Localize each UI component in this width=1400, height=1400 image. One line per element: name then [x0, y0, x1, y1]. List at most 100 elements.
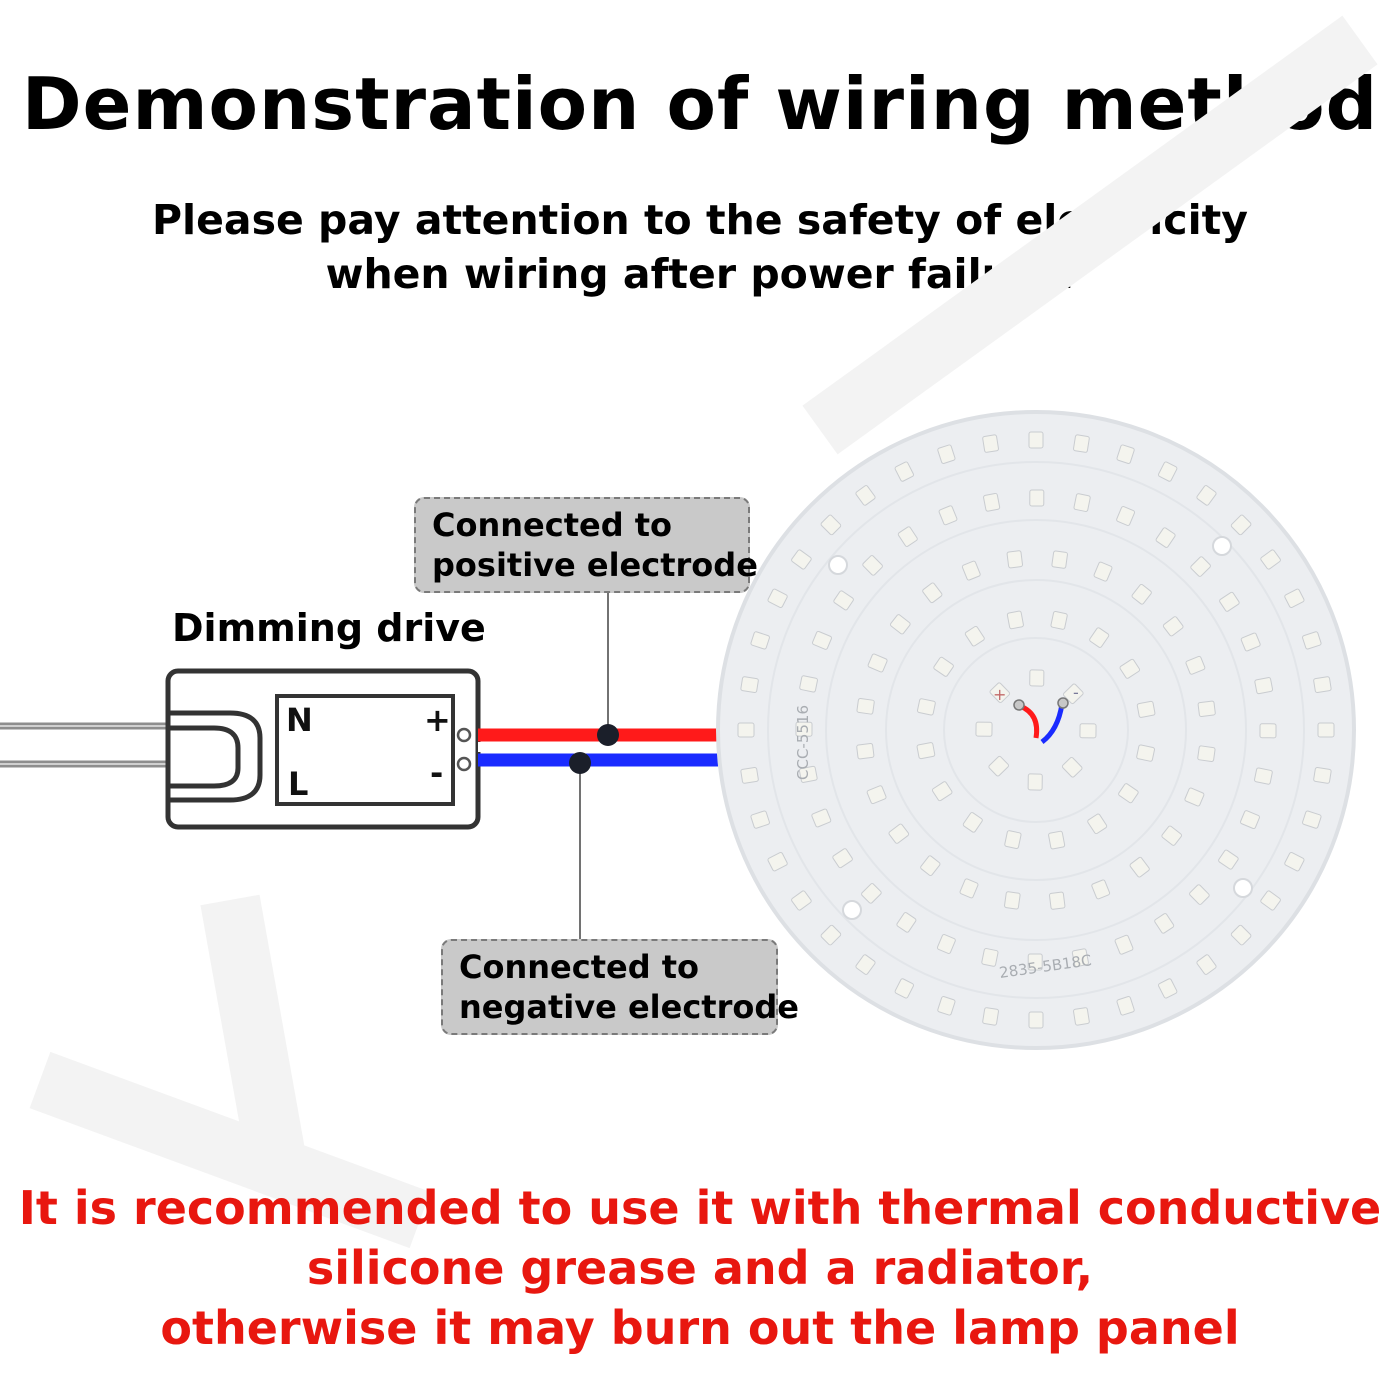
led-chip — [1259, 723, 1277, 739]
led-chip — [767, 852, 788, 872]
led-chip — [833, 590, 854, 611]
negative-junction-dot — [569, 752, 591, 774]
led-chip — [1116, 444, 1135, 464]
led-chip — [1240, 632, 1261, 652]
led-chip — [937, 444, 956, 464]
mount-hole — [1212, 536, 1232, 556]
drive-terminal-plus: + — [424, 701, 451, 739]
led-chip — [1154, 913, 1175, 934]
subtitle-line-2: when wiring after power failure. — [325, 250, 1075, 298]
led-chip — [1131, 583, 1152, 605]
led-chip — [737, 722, 755, 738]
led-chip — [750, 810, 770, 829]
negative-callout-line-2: negative electrode — [459, 988, 799, 1026]
led-chip — [975, 721, 993, 737]
led-chip — [866, 785, 887, 805]
led-chip — [1051, 550, 1068, 569]
led-chip — [820, 924, 842, 946]
mount-hole — [842, 900, 862, 920]
led-chip — [1073, 1007, 1090, 1026]
led-chip — [964, 625, 985, 647]
led-chip — [1185, 655, 1206, 675]
led-chip — [1313, 767, 1332, 784]
led-chip — [1071, 948, 1089, 968]
led-chip — [1089, 627, 1110, 648]
led-chip — [1230, 514, 1252, 536]
led-chip — [1197, 745, 1216, 762]
led-chip — [1254, 677, 1274, 695]
led-chip — [856, 742, 875, 760]
led-chip — [1119, 658, 1141, 679]
led-chip — [867, 653, 888, 673]
thermal-warning: It is recommended to use it with thermal… — [0, 1178, 1400, 1358]
panel-minus-mark: - — [1073, 683, 1079, 702]
led-chip — [1028, 1011, 1044, 1029]
led-chip — [740, 767, 759, 784]
led-chip — [916, 698, 936, 716]
led-chip — [1260, 890, 1281, 911]
led-chip — [920, 855, 941, 877]
led-chip — [1129, 856, 1150, 878]
led-chip — [1116, 506, 1136, 526]
led-chip — [1118, 783, 1139, 804]
led-chip — [856, 698, 875, 715]
led-chip — [1136, 700, 1156, 718]
led-chip — [1114, 934, 1134, 955]
led-chip — [820, 514, 842, 536]
led-chip — [1006, 550, 1024, 569]
led-chip — [981, 948, 999, 967]
led-chip — [1240, 810, 1260, 830]
led-chip — [1063, 683, 1084, 705]
led-chip — [982, 434, 999, 453]
led-chip — [1230, 924, 1252, 946]
led-chip — [1190, 556, 1211, 577]
led-chip — [1254, 767, 1273, 785]
led-chip — [1284, 588, 1305, 608]
panel-plus-mark: + — [993, 685, 1006, 704]
led-chip — [1189, 884, 1210, 905]
drive-terminal-minus: - — [430, 754, 443, 792]
led-chip — [832, 848, 853, 869]
led-chip — [1087, 813, 1108, 835]
led-chip — [1218, 849, 1239, 870]
led-chip — [938, 505, 958, 526]
led-chip — [1029, 669, 1045, 687]
led-chip — [1073, 434, 1090, 453]
led-chip — [1136, 744, 1156, 762]
led-chip — [1079, 723, 1097, 739]
led-chip — [1050, 610, 1068, 630]
led-chip — [888, 823, 910, 844]
panel-pad-positive — [1013, 699, 1025, 711]
positive-electrode-callout: Connected to positive electrode — [414, 497, 758, 593]
dimming-drive-box: N L + - — [165, 668, 481, 830]
led-chip — [1061, 757, 1083, 778]
dimming-drive-label: Dimming drive — [172, 606, 486, 650]
led-chip — [962, 812, 983, 833]
led-chip — [811, 808, 832, 828]
drive-terminal-l: L — [288, 765, 308, 803]
led-chip — [931, 781, 953, 802]
led-chip — [791, 549, 812, 570]
led-chip — [1260, 549, 1281, 570]
led-chip — [1284, 852, 1305, 872]
led-chip — [1004, 830, 1022, 850]
led-chip — [1027, 953, 1043, 971]
led-chip — [897, 526, 918, 547]
led-chip — [988, 755, 1009, 777]
led-chip — [1219, 591, 1240, 612]
led-chip — [983, 492, 1001, 512]
led-chip — [916, 742, 936, 760]
led-chip — [750, 631, 770, 650]
led-chip — [1048, 830, 1066, 850]
led-chip — [1302, 631, 1322, 650]
led-chip — [982, 1007, 999, 1026]
mount-hole — [1233, 878, 1253, 898]
led-chip — [1027, 773, 1043, 791]
led-chip — [889, 614, 911, 635]
warning-line-2: silicone grease and a radiator, — [306, 1241, 1094, 1295]
led-chips — [737, 431, 1335, 1029]
led-chip — [922, 582, 943, 604]
led-chip — [862, 555, 883, 576]
led-chip — [959, 878, 979, 899]
negative-callout-line-1: Connected to — [459, 948, 700, 986]
